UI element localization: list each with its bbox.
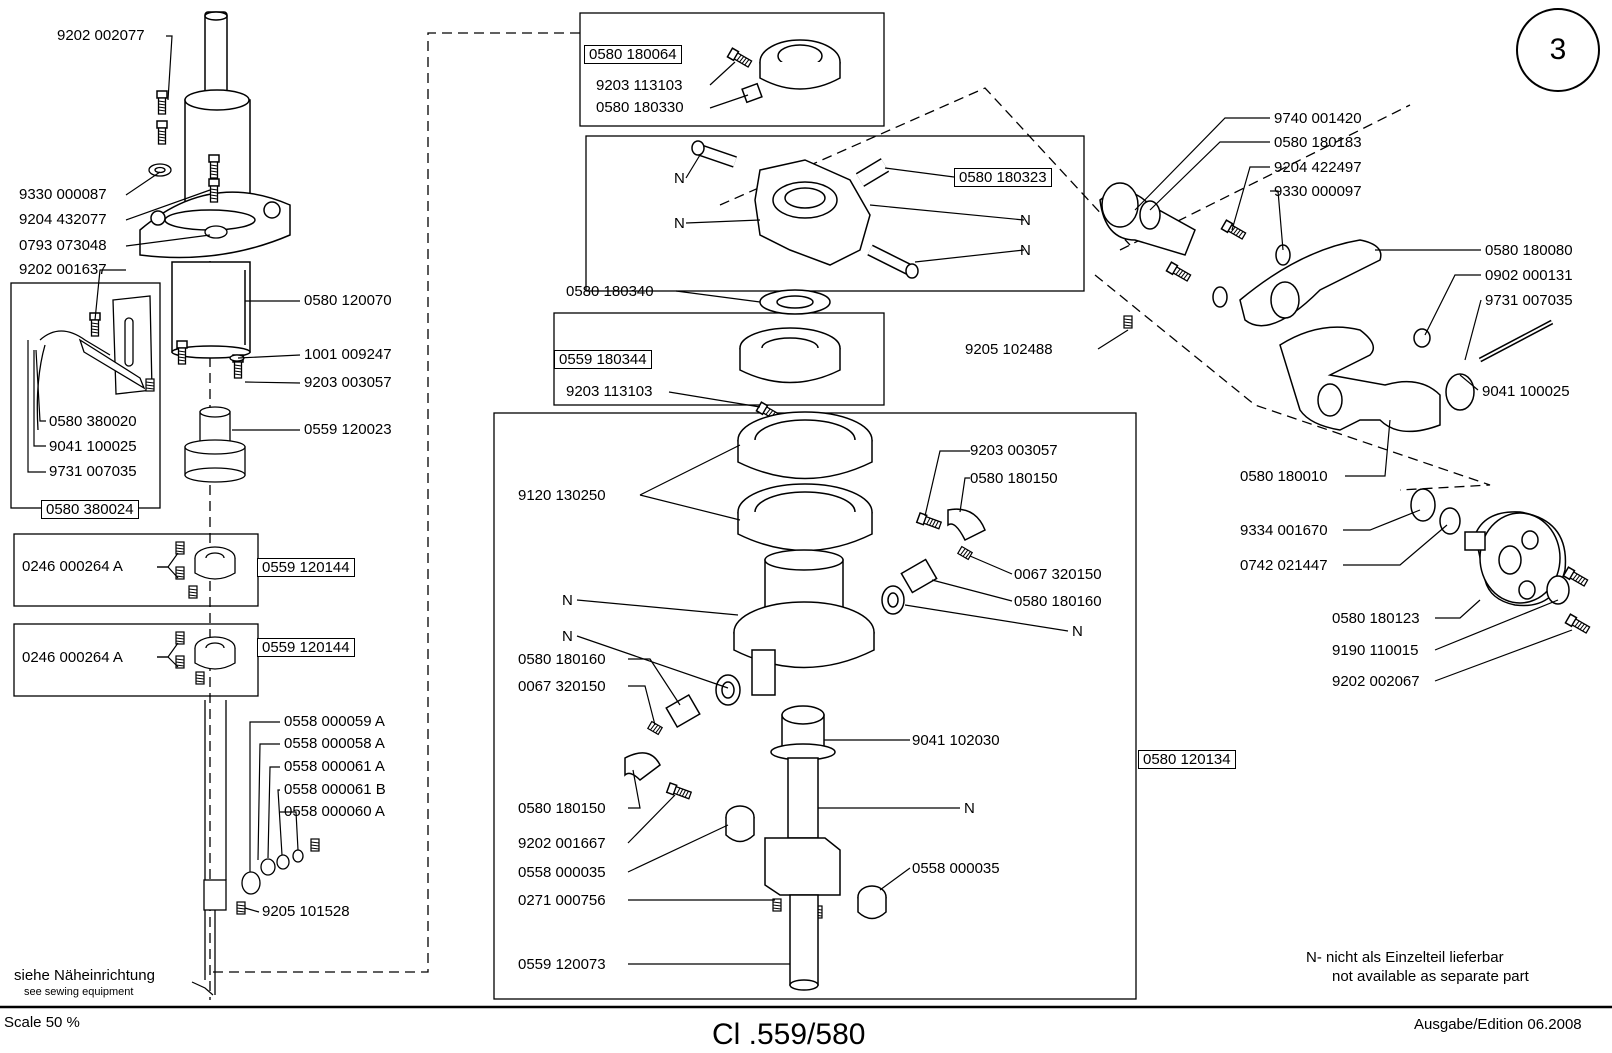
part-label: 9203 113103: [596, 77, 683, 94]
group-label: 0559 120144: [257, 558, 355, 577]
part-label: 0558 000061 A: [284, 758, 385, 775]
part-label: 0902 000131: [1485, 267, 1573, 284]
part-label: 9204 432077: [19, 211, 107, 228]
part-label: 9205 102488: [965, 341, 1053, 358]
part-label: 9202 001637: [19, 261, 107, 278]
part-label: 9190 110015: [1332, 642, 1419, 659]
part-label: 0558 000059 A: [284, 713, 385, 730]
note-en: not available as separate part: [1332, 968, 1529, 985]
model-title: Cl .559/580: [712, 1018, 866, 1051]
part-label: 0246 000264 A: [22, 558, 123, 575]
part-label: 0558 000058 A: [284, 735, 385, 752]
part-label: 0558 000035: [912, 860, 1000, 877]
part-label: 0580 120070: [304, 292, 392, 309]
part-label: 9041 100025: [49, 438, 137, 455]
part-label: 0558 000061 B: [284, 781, 386, 798]
part-label: 9731 007035: [49, 463, 137, 480]
part-label: 0067 320150: [1014, 566, 1102, 583]
sewing-note-en: see sewing equipment: [24, 986, 134, 998]
part-label: 0246 000264 A: [22, 649, 123, 666]
part-label: 0742 021447: [1240, 557, 1328, 574]
n-marker: N: [1020, 242, 1031, 259]
group-label: 0580 180064: [584, 45, 682, 64]
part-label: 0580 180080: [1485, 242, 1573, 259]
part-label: 0559 120023: [304, 421, 392, 438]
part-label: 9205 101528: [262, 903, 350, 920]
part-label: 9202 001667: [518, 835, 606, 852]
edition-label: Ausgabe/Edition 06.2008: [1414, 1016, 1582, 1033]
part-label: 9203 113103: [566, 383, 653, 400]
part-label: 0580 180160: [518, 651, 606, 668]
center-assembly: [624, 39, 986, 991]
group-label: 0580 380024: [41, 500, 139, 519]
n-marker: N: [1072, 623, 1083, 640]
group-label: 0580 180323: [954, 168, 1052, 187]
part-label: 9202 002067: [1332, 673, 1420, 690]
part-label: 0580 180150: [970, 470, 1058, 487]
part-label: 0580 180183: [1274, 134, 1362, 151]
part-label: 0559 120073: [518, 956, 606, 973]
part-label: 9120 130250: [518, 487, 606, 504]
part-label: 9041 100025: [1482, 383, 1570, 400]
part-label: 0067 320150: [518, 678, 606, 695]
left-hardware: [36, 90, 320, 995]
n-marker: N: [562, 628, 573, 645]
part-label: 9330 000087: [19, 186, 107, 203]
part-label: 9041 102030: [912, 732, 1000, 749]
n-marker: N: [674, 170, 685, 187]
sewing-note: siehe Näheinrichtung: [14, 967, 155, 984]
leader-lines: [27, 35, 1573, 996]
group-label: 0559 120144: [257, 638, 355, 657]
part-label: 9330 000097: [1274, 183, 1362, 200]
n-marker: N: [964, 800, 975, 817]
part-label: 0580 380020: [49, 413, 137, 430]
part-label: 9204 422497: [1274, 159, 1362, 176]
part-label: 1001 009247: [304, 346, 392, 363]
scale-label: Scale 50 %: [4, 1014, 80, 1031]
part-label: 0558 000035: [518, 864, 606, 881]
n-marker: N: [562, 592, 573, 609]
part-label: 0580 180123: [1332, 610, 1420, 627]
part-label: 0580 180340: [566, 283, 654, 300]
sheet-number-badge: 3: [1516, 8, 1600, 92]
part-label: 9334 001670: [1240, 522, 1328, 539]
part-label: 0580 180330: [596, 99, 684, 116]
part-label: 0558 000060 A: [284, 803, 385, 820]
part-label: 9202 002077: [57, 27, 145, 44]
part-label: 0580 180150: [518, 800, 606, 817]
right-assembly: [1099, 182, 1592, 636]
part-label: 0793 073048: [19, 237, 107, 254]
n-marker: N: [1020, 212, 1031, 229]
group-label: 0580 120134: [1138, 750, 1236, 769]
left-shaft-assembly: [139, 11, 291, 359]
part-label: 0580 180160: [1014, 593, 1102, 610]
part-label: 0580 180010: [1240, 468, 1328, 485]
n-marker: N: [674, 215, 685, 232]
part-label: 9203 003057: [304, 374, 392, 391]
part-label: 0271 000756: [518, 892, 606, 909]
group-label: 0559 180344: [554, 350, 652, 369]
note-de: N- nicht als Einzelteil lieferbar: [1306, 949, 1504, 966]
part-label: 9731 007035: [1485, 292, 1573, 309]
part-label: 9203 003057: [970, 442, 1058, 459]
part-label: 9740 001420: [1274, 110, 1362, 127]
